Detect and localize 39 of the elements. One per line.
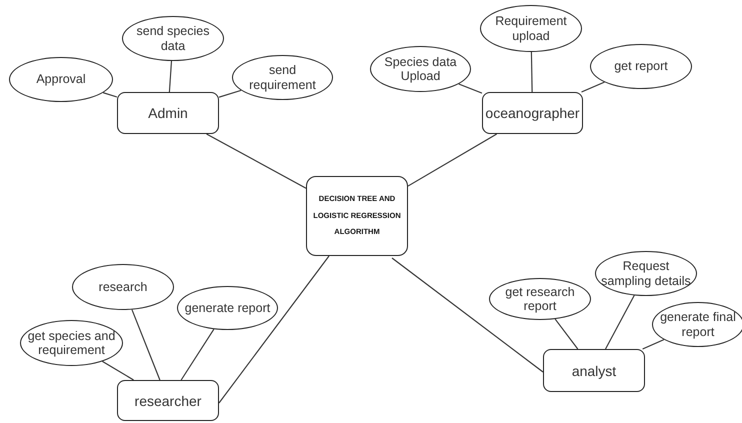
connector-line (581, 82, 605, 92)
node-label: Requirement upload (494, 14, 568, 43)
connector-line (642, 339, 664, 350)
node-label: Request sampling details (600, 259, 692, 288)
node-label: researcher (134, 392, 202, 408)
use-case-ellipse (177, 286, 278, 330)
node-label: Approval (36, 72, 86, 87)
node-label: Species data Upload (383, 54, 458, 84)
actor-box (117, 380, 219, 421)
node-label: send requirement (248, 63, 317, 92)
connector-line (206, 134, 306, 189)
connector-line (218, 256, 330, 404)
actor-box (117, 92, 219, 134)
connector-line (102, 360, 134, 380)
node-label: generate final report (659, 310, 737, 339)
node-label: Admin (148, 105, 188, 121)
node-label: analyst (572, 362, 616, 378)
node-label: get species and requirement (26, 328, 116, 358)
connector-line (530, 52, 533, 92)
node-label: oceanographer (485, 105, 580, 121)
actor-box (482, 92, 583, 134)
connector-line (102, 92, 118, 98)
use-case-ellipse (652, 302, 742, 347)
node-label: get research report (504, 284, 576, 314)
connector-line (458, 84, 482, 94)
actor-box (543, 349, 645, 392)
connector-line (392, 258, 544, 372)
node-label: get report (614, 59, 668, 74)
connector-line (180, 328, 214, 380)
connector-line (131, 309, 160, 380)
node-label: research (98, 280, 148, 294)
connector-line (408, 134, 497, 187)
algorithm-box (306, 176, 408, 256)
connector-line (218, 90, 242, 98)
node-label: send species data (136, 24, 210, 53)
connector-line (605, 295, 635, 350)
node-label: generate report (184, 300, 270, 316)
connector-line (168, 60, 172, 92)
connector-line (554, 318, 578, 350)
